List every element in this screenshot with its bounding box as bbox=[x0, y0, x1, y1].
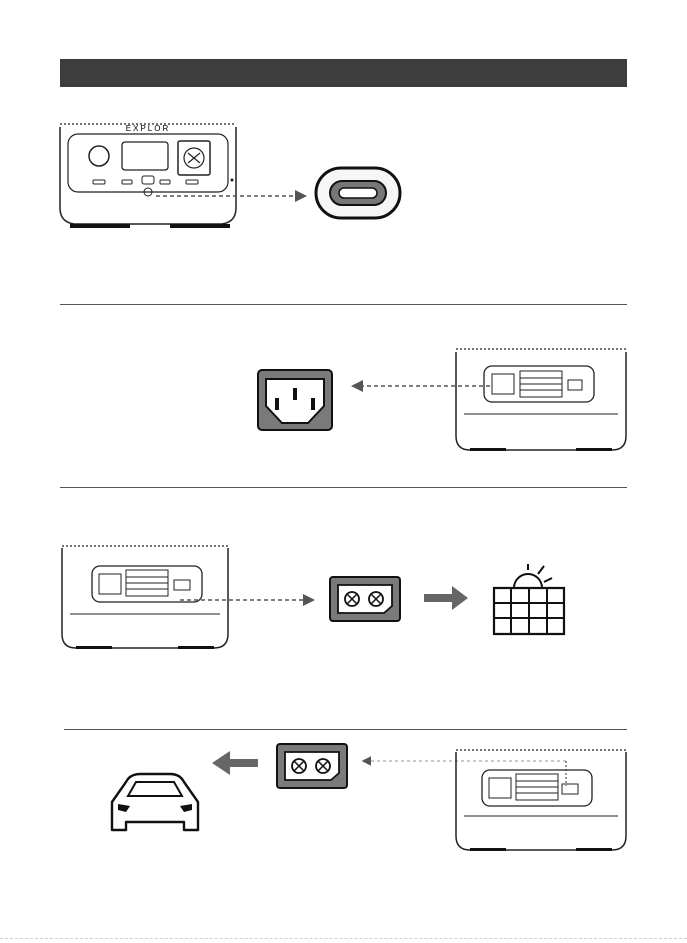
solar-panel-icon bbox=[494, 564, 564, 634]
car-icon bbox=[112, 774, 198, 830]
display-screen bbox=[122, 142, 168, 170]
usb-c-port-on-device bbox=[142, 176, 154, 184]
device-brand-text: EXPLOR bbox=[126, 124, 170, 133]
power-button-icon bbox=[89, 146, 109, 166]
device-front-view: EXPLOR bbox=[60, 124, 236, 228]
usb-c-port-icon bbox=[316, 168, 400, 218]
arrow-to-solar-panel bbox=[424, 586, 468, 610]
xt60-port-icon bbox=[330, 577, 400, 621]
arrow-to-car bbox=[212, 751, 258, 775]
page-edge bbox=[0, 938, 687, 940]
device-rear-view-2 bbox=[456, 349, 626, 451]
device-rear-view-3 bbox=[62, 546, 228, 649]
ac-input-port-icon bbox=[258, 370, 332, 430]
device-rear-view-4 bbox=[456, 750, 626, 851]
xt60-port-icon-2 bbox=[277, 744, 347, 788]
